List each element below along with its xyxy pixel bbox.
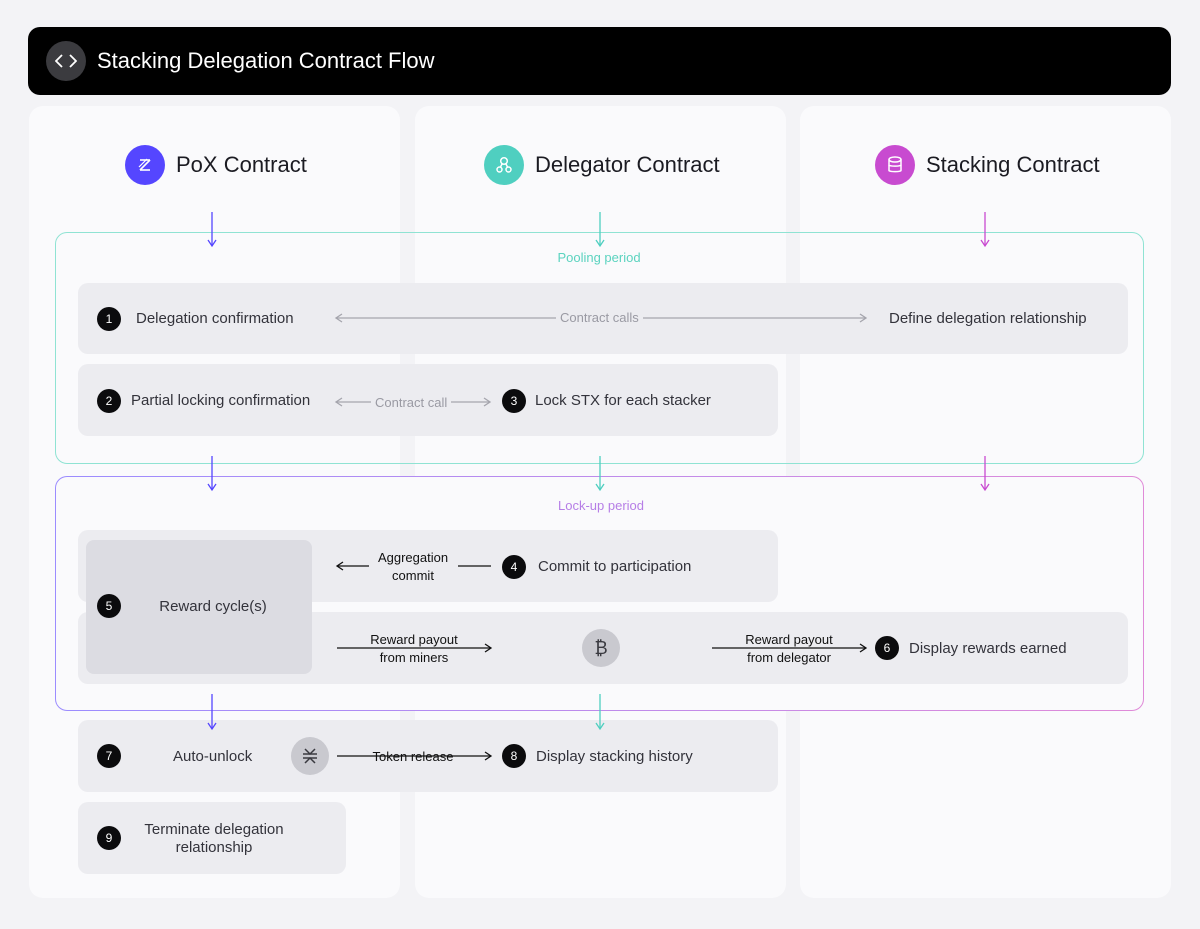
contract-call-label: Contract call — [371, 395, 452, 410]
step-badge: 2 — [97, 389, 121, 413]
payout-miners-line2: from miners — [379, 650, 449, 665]
stx-icon — [291, 737, 329, 775]
step-label-line1: Terminate delegation — [144, 821, 284, 838]
nodes-icon — [484, 145, 524, 185]
column-title: PoX Contract — [176, 152, 307, 177]
step-label: Lock STX for each stacker — [535, 392, 711, 409]
step-label-line2: relationship — [175, 839, 253, 856]
svg-text:₿: ₿ — [594, 638, 607, 658]
step-badge: 8 — [502, 744, 526, 768]
step-badge: 5 — [97, 594, 121, 618]
header-bar: Stacking Delegation Contract Flow — [28, 27, 1171, 95]
pooling-period-label: Pooling period — [557, 250, 641, 265]
step-label: Display rewards earned — [909, 640, 1067, 657]
contract-calls-label: Contract calls — [556, 310, 643, 325]
code-icon — [46, 41, 86, 81]
column-header-delegator: Delegator Contract — [484, 143, 720, 187]
aggregation-line1: Aggregation — [377, 550, 449, 565]
column-header-stacking: Stacking Contract — [875, 143, 1100, 187]
step-label: Display stacking history — [536, 748, 693, 765]
reward-cycle-cell — [86, 540, 312, 674]
step-label: Auto-unlock — [173, 748, 253, 765]
step-badge: 7 — [97, 744, 121, 768]
database-icon — [875, 145, 915, 185]
lockup-period-label: Lock-up period — [558, 498, 644, 513]
step-label: Define delegation relationship — [889, 310, 1087, 327]
column-header-pox: PoX Contract — [125, 143, 307, 187]
pox-icon — [125, 145, 165, 185]
payout-delegator-line2: from delegator — [747, 650, 831, 665]
row-terminate — [78, 802, 346, 874]
step-badge: 4 — [502, 555, 526, 579]
step-label: Delegation confirmation — [136, 310, 294, 327]
bitcoin-icon: ₿ — [582, 629, 620, 667]
column-title: Delegator Contract — [535, 152, 720, 177]
page-title: Stacking Delegation Contract Flow — [97, 48, 435, 73]
column-title: Stacking Contract — [926, 152, 1100, 177]
payout-delegator-line1: Reward payout — [745, 632, 833, 647]
step-badge: 9 — [97, 826, 121, 850]
step-badge: 3 — [502, 389, 526, 413]
step-label: Partial locking confirmation — [131, 392, 311, 409]
step-label: Commit to participation — [538, 558, 692, 575]
payout-miners-line1: Reward payout — [370, 632, 458, 647]
step-badge: 1 — [97, 307, 121, 331]
step-badge: 6 — [875, 636, 899, 660]
step-label: Reward cycle(s) — [159, 598, 267, 615]
aggregation-line2: commit — [392, 568, 434, 583]
